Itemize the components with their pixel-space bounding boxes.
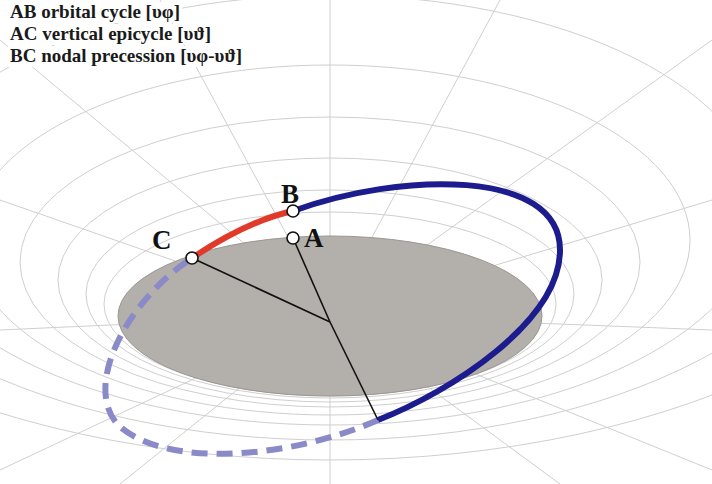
legend-text: AB orbital cycle [υφ] (8, 2, 182, 23)
point-label: C (152, 226, 172, 256)
radius-lines (192, 238, 378, 420)
point-label: B (281, 180, 299, 210)
horizon-disk (118, 236, 542, 396)
legend-text: BC nodal precession [υφ-υϑ] (8, 46, 244, 67)
point-label: A (304, 224, 324, 254)
precession-arc (192, 211, 293, 258)
point-c (186, 252, 198, 264)
legend-text: AC vertical epicycle [υϑ] (8, 24, 213, 45)
hidden-orbit (105, 258, 378, 454)
point-a (287, 232, 299, 244)
orbit (293, 184, 560, 420)
